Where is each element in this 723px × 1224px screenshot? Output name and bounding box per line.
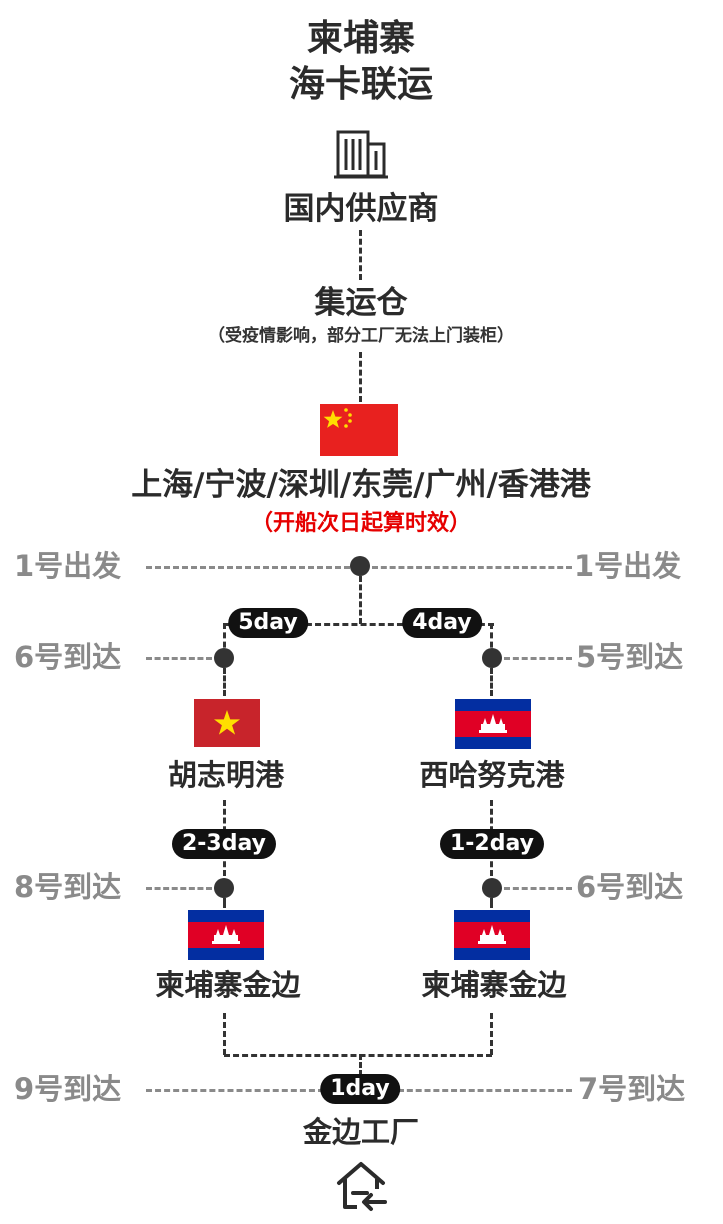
arrive-pp-right-label: 6号到达 xyxy=(576,870,684,904)
depart-line-left xyxy=(146,566,350,569)
split-bar xyxy=(224,623,494,626)
pp-right-node xyxy=(482,878,502,898)
duration-truck-vietnam: 2-3day xyxy=(171,829,277,859)
cambodia-flag xyxy=(455,699,531,749)
arrive-hcm-label: 6号到达 xyxy=(14,640,122,674)
arrive-pp-right-line xyxy=(504,887,572,890)
arrive-sihanouk-line xyxy=(504,657,572,660)
arrive-factory-left-label: 9号到达 xyxy=(14,1072,122,1106)
china-ports-label: 上海/宁波/深圳/东莞/广州/香港港 xyxy=(131,467,591,503)
cambodia-flag xyxy=(188,910,264,960)
warehouse-label: 集运仓 xyxy=(314,285,408,321)
arrive-factory-left-line xyxy=(146,1089,324,1092)
title-line-1: 柬埔寨 xyxy=(306,18,416,59)
cambodia-flag xyxy=(454,910,530,960)
factory-label: 金边工厂 xyxy=(302,1115,420,1149)
arrive-hcm-line xyxy=(146,657,212,660)
arrive-factory-right-line xyxy=(398,1089,572,1092)
sihanouk-node xyxy=(482,648,502,668)
pp-right-connector xyxy=(490,898,493,908)
merge-right-stem xyxy=(490,1013,493,1055)
arrive-pp-left-label: 8号到达 xyxy=(14,870,122,904)
depart-right-label: 1号出发 xyxy=(574,549,682,583)
warehouse-note: （受疫情影响，部分工厂无法上门装柜） xyxy=(208,326,514,346)
title-line-2: 海卡联运 xyxy=(288,64,434,105)
duration-truck-cambodia: 1-2day xyxy=(439,829,545,859)
arrive-pp-left-line xyxy=(146,887,212,890)
connector-supplier-warehouse xyxy=(359,230,362,280)
pp-left-connector xyxy=(223,898,226,908)
hcm-connector xyxy=(223,668,226,696)
connector-warehouse-port xyxy=(359,352,362,402)
sihanouk-connector xyxy=(490,668,493,696)
hcm-node xyxy=(214,648,234,668)
vietnam-flag xyxy=(194,699,260,747)
merge-bar xyxy=(224,1054,492,1057)
departure-node xyxy=(350,556,370,576)
sailing-note: （开船次日起算时效） xyxy=(250,511,472,536)
depart-line-right xyxy=(372,566,572,569)
arrive-factory-right-label: 7号到达 xyxy=(578,1072,686,1106)
split-left-drop xyxy=(223,623,226,657)
pp-left-node xyxy=(214,878,234,898)
merge-stem xyxy=(359,1054,362,1076)
sihanouk-port-label: 西哈努克港 xyxy=(419,758,565,792)
split-right-drop xyxy=(490,623,493,657)
depart-left-label: 1号出发 xyxy=(14,549,122,583)
split-stem xyxy=(359,576,362,624)
merge-left-stem xyxy=(223,1013,226,1055)
duration-sea-vietnam: 5day xyxy=(228,608,308,638)
duration-last-mile: 1day xyxy=(320,1074,400,1104)
kampong-left-label: 柬埔寨金边 xyxy=(155,968,301,1002)
arrive-sihanouk-label: 5号到达 xyxy=(576,640,684,674)
duration-sea-cambodia: 4day xyxy=(402,608,482,638)
kampong-right-label: 柬埔寨金边 xyxy=(421,968,567,1002)
hcm-port-label: 胡志明港 xyxy=(167,758,285,792)
china-flag xyxy=(320,404,398,456)
supplier-label: 国内供应商 xyxy=(283,191,439,227)
home-delivery-icon xyxy=(337,1162,387,1211)
office-building-icon xyxy=(334,130,388,179)
